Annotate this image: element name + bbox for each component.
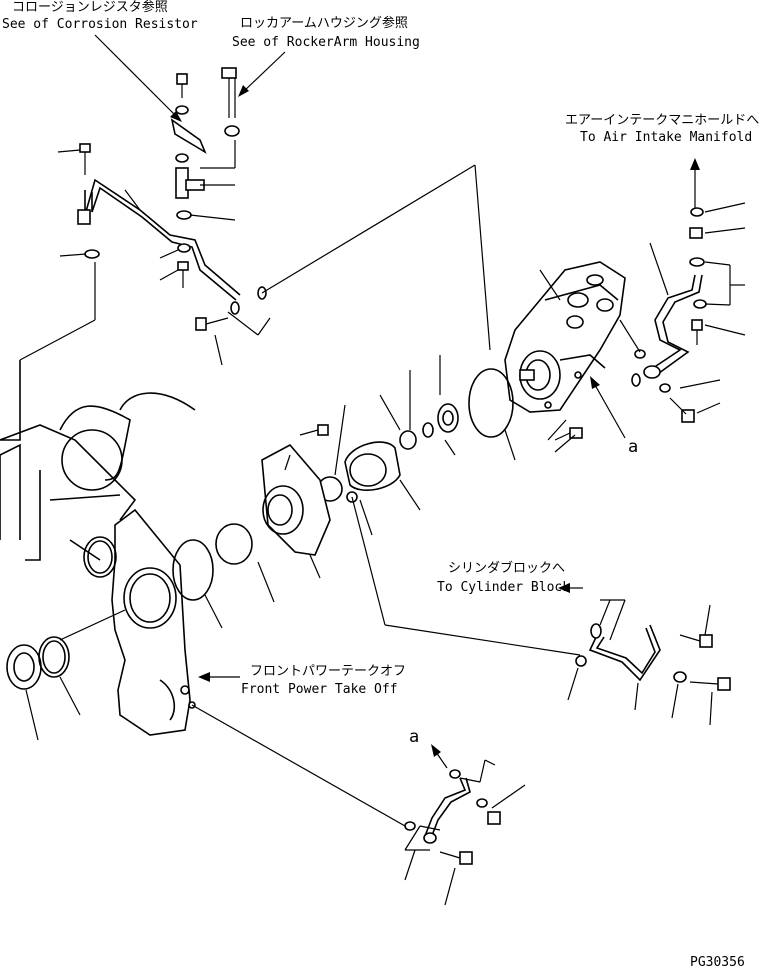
- rocker-arm-arrow: [238, 51, 286, 97]
- lower-small-tube: [404, 769, 501, 865]
- seal-ring-lower-left: [6, 636, 70, 690]
- washer-upper-left: [84, 249, 100, 259]
- leader-lines-upper-left: [19, 140, 491, 366]
- leader-lines-cylinder: [567, 599, 713, 726]
- corrosion-resistor-arrow: [94, 34, 182, 122]
- front-pto-arrow: [198, 672, 240, 682]
- reference-mark-a-compressor: a: [628, 437, 638, 457]
- front-pto-label-en: Front Power Take Off: [241, 682, 398, 697]
- intake-tube-right: [631, 207, 707, 423]
- cylinder-block-arrow: [558, 583, 583, 593]
- gasket-large-right: [468, 368, 514, 438]
- bolt-upper-left: [79, 143, 91, 175]
- bolt-rocker-arm: [221, 67, 240, 137]
- cylinder-block-label-en: To Cylinder Block: [437, 580, 570, 595]
- washer-center: [422, 422, 434, 438]
- reference-a-arrow-compressor: [590, 376, 626, 439]
- clip-stack-center: [170, 73, 207, 288]
- water-tube-upper-left: [77, 178, 241, 301]
- rocker-arm-housing-label-en: See of RockerArm Housing: [232, 35, 420, 50]
- reference-mark-a-lower: a: [409, 727, 419, 747]
- cylinder-block-label-jp: シリンダブロックへ: [448, 560, 565, 576]
- leader-lines-center: [25, 269, 581, 827]
- compressor-bolts: [547, 419, 583, 453]
- corrosion-resistor-label-en: See of Corrosion Resistor: [2, 17, 198, 32]
- gear-spline: [437, 403, 459, 433]
- air-intake-manifold-label-jp: エアーインテークマニホールドへ: [565, 113, 759, 128]
- cap-cup: [215, 523, 253, 565]
- leader-lines-right: [619, 202, 746, 414]
- gear-housing: [111, 508, 196, 736]
- leader-lines-lower: [404, 759, 526, 906]
- air-intake-manifold-label-en: To Air Intake Manifold: [580, 130, 752, 145]
- reference-a-arrow-lower: [431, 744, 448, 769]
- bolt-pto-housing: [299, 424, 329, 436]
- coupling-sleeve: [344, 441, 401, 491]
- air-compressor: [504, 261, 626, 413]
- drawing-number: PG30356: [690, 955, 745, 970]
- gasket-large-left: [172, 539, 214, 601]
- nut-center: [399, 430, 417, 450]
- engine-block-outline: [0, 360, 196, 561]
- corrosion-resistor-label-jp: コロージョンレジスタ参照: [12, 0, 168, 15]
- rocker-arm-housing-label-jp: ロッカアームハウジング参照: [240, 15, 408, 31]
- bolt-lower-tube: [195, 286, 267, 331]
- front-pto-label-jp: フロントパワーテークオフ: [250, 664, 406, 679]
- air-intake-arrow: [690, 158, 700, 210]
- cylinder-block-tube: [575, 623, 731, 691]
- pto-housing: [261, 443, 358, 556]
- gasket-small: [83, 536, 117, 578]
